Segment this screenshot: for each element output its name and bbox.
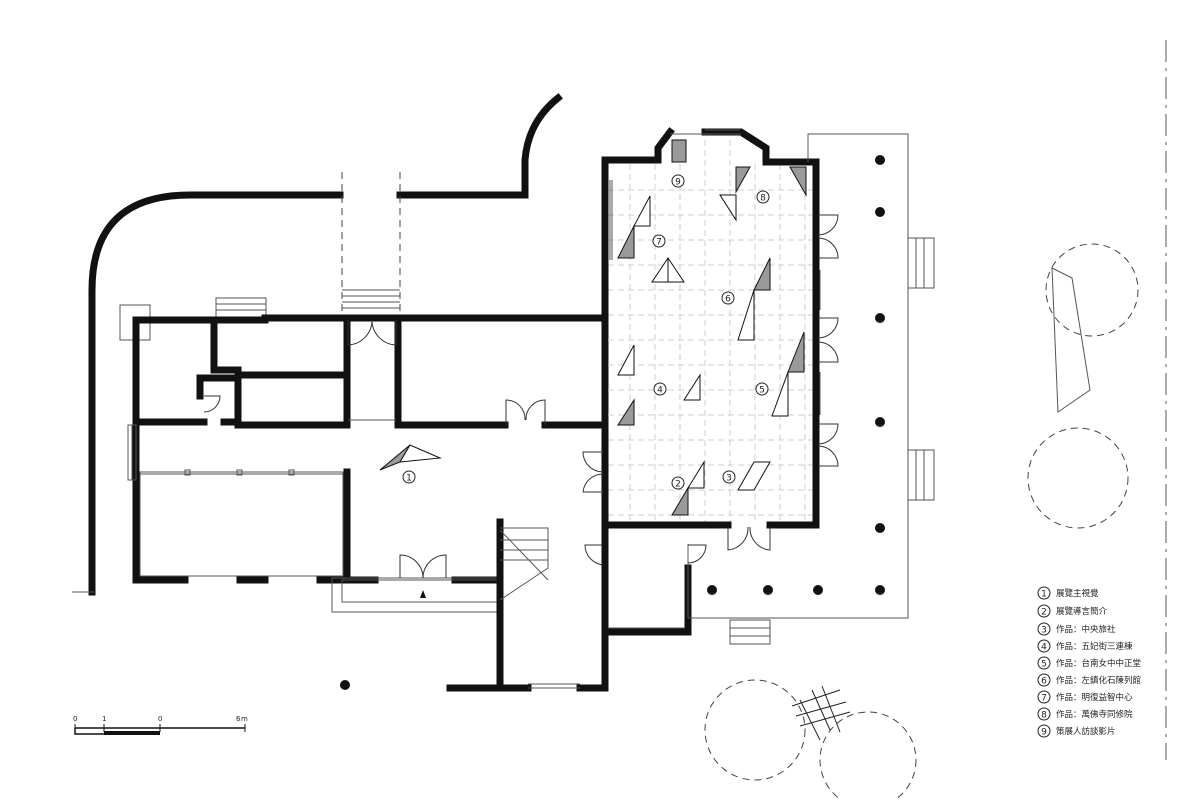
steps-upper-left: [215, 297, 267, 319]
marker-label: 9: [675, 178, 681, 188]
perimeter-wall-top: [396, 93, 563, 199]
marker-label: 1: [406, 474, 412, 484]
exhibit-markers: 1 2 3 4 5 6 7 8 9: [402, 174, 770, 490]
marker-label: 3: [726, 474, 732, 484]
marker-label: 7: [656, 238, 662, 248]
sculpture-object: [1051, 267, 1091, 413]
scale-tick-1: 1: [102, 715, 106, 723]
scale-bar: 0 1 0 6 m: [73, 715, 248, 735]
scale-tick-0: 0: [73, 715, 77, 723]
staircase: [446, 518, 609, 692]
room-1-partition: [139, 471, 344, 577]
marker-label: 4: [657, 386, 663, 396]
legend-item-1: 1 展覽主視覺: [1037, 586, 1099, 600]
marker-8: 8: [756, 190, 770, 204]
legend-num: 6: [1041, 677, 1047, 687]
legend-item-4: 4 作品：五妃街三連棟: [1037, 639, 1133, 653]
hall-doors: [582, 214, 839, 551]
legend-num: 4: [1041, 643, 1047, 653]
marker-label: 8: [760, 194, 766, 204]
legend-item-2: 2 展覽導言簡介: [1037, 604, 1108, 618]
veranda-columns: [340, 155, 885, 690]
legend-text: 展覽主視覺: [1056, 588, 1099, 599]
legend-num: 8: [1041, 711, 1047, 721]
legend-text: 作品：五妃街三連棟: [1056, 641, 1133, 652]
legend-text: 展覽導言簡介: [1056, 606, 1108, 617]
legend-num: 3: [1041, 626, 1047, 636]
door-small-left: [203, 395, 221, 413]
legend-num: 2: [1041, 608, 1047, 618]
legend-item-8: 8 作品：萬佛寺同修院: [1037, 707, 1133, 721]
marker-7: 7: [652, 234, 666, 248]
marker-3: 3: [722, 470, 736, 484]
scale-tick-0b: 0: [158, 715, 162, 723]
legend-text: 作品：萬佛寺同修院: [1056, 709, 1133, 720]
marker-1: 1: [402, 470, 416, 484]
shrub-hatch: [791, 685, 851, 741]
double-door-middle: [505, 399, 546, 425]
main-hall-walls: [601, 127, 820, 529]
marker-label: 5: [759, 386, 765, 396]
middle-building-walls: [343, 314, 609, 429]
north-passage: [341, 172, 401, 318]
legend-item-5: 5 作品：台南女中中正堂: [1037, 656, 1141, 670]
legend-text: 作品：明復益智中心: [1056, 692, 1133, 703]
legend-text: 作品：台南女中中正堂: [1056, 658, 1141, 669]
perimeter-wall-curve: [88, 191, 344, 596]
legend-num: 9: [1041, 728, 1047, 738]
marker-label: 6: [725, 295, 731, 305]
legend-item-7: 7 作品：明復益智中心: [1037, 690, 1133, 704]
left-building-walls: [132, 314, 504, 584]
legend-text: 策展人訪談影片: [1056, 726, 1116, 737]
marker-4: 4: [653, 382, 667, 396]
legend-num: 1: [1041, 590, 1047, 600]
legend-item-3: 3 作品：中央旅社: [1037, 622, 1116, 636]
veranda: [687, 133, 935, 645]
marker-9: 9: [671, 174, 685, 188]
marker-2: 2: [671, 476, 685, 490]
exhibit-panels: [379, 139, 807, 516]
legend-num: 7: [1041, 694, 1047, 704]
vestibule: [601, 524, 707, 636]
marker-label: 2: [675, 480, 681, 490]
legend: 1 展覽主視覺 2 展覽導言簡介 3 作品：中央旅社 4 作品：五妃街三連棟 5 作品：台…: [1037, 586, 1141, 738]
hall-grid: [608, 140, 812, 522]
legend-num: 5: [1041, 660, 1047, 670]
legend-item-6: 6 作品：左鎮化石陳列館: [1037, 673, 1141, 687]
legend-item-9: 9 策展人訪談影片: [1037, 724, 1116, 738]
legend-text: 作品：中央旅社: [1056, 624, 1116, 635]
scale-unit: m: [241, 715, 248, 723]
scale-tick-6: 6: [236, 715, 241, 723]
marker-6: 6: [721, 291, 735, 305]
legend-text: 作品：左鎮化石陳列館: [1056, 675, 1141, 686]
corridor-doors: [347, 319, 397, 421]
marker-5: 5: [755, 382, 769, 396]
trees: [704, 243, 1139, 800]
